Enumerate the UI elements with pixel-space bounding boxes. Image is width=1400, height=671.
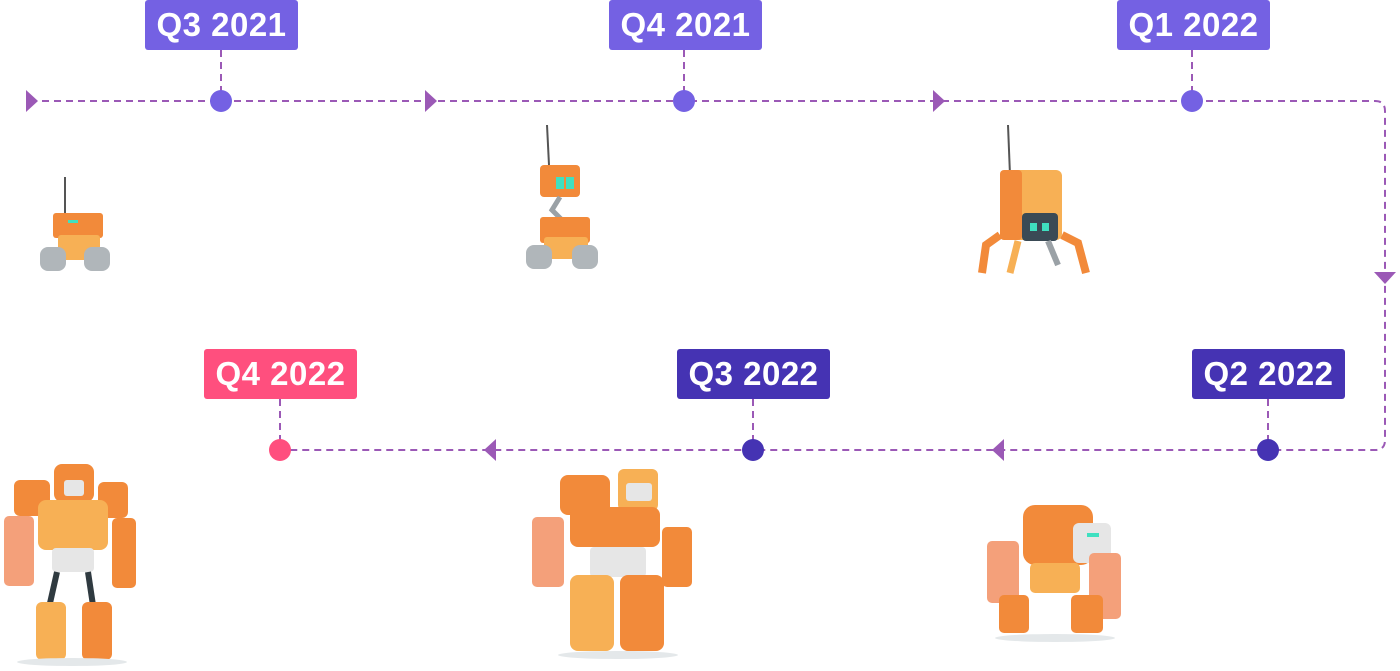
milestone-label-q1-2022: Q1 2022 bbox=[1117, 0, 1270, 50]
milestone-dot bbox=[673, 90, 695, 112]
milestone-dot bbox=[269, 439, 291, 461]
arrow-right-icon bbox=[26, 90, 38, 112]
tall-robot-icon bbox=[4, 464, 136, 666]
milestone-dot bbox=[742, 439, 764, 461]
walker-robot-icon bbox=[978, 125, 1090, 275]
hunched-robot-icon bbox=[987, 505, 1121, 642]
arrow-left-icon bbox=[992, 439, 1004, 461]
arrow-down-icon bbox=[1374, 272, 1396, 284]
milestone-label-q4-2021: Q4 2021 bbox=[609, 0, 762, 50]
standing-robot-icon bbox=[532, 469, 692, 659]
milestone-label-q2-2022: Q2 2022 bbox=[1192, 349, 1345, 399]
milestone-dot bbox=[1181, 90, 1203, 112]
milestone-label-q4-2022: Q4 2022 bbox=[204, 349, 357, 399]
wheeled-robot-icon bbox=[40, 177, 110, 271]
milestone-label-q3-2021: Q3 2021 bbox=[145, 0, 298, 50]
milestone-dot bbox=[1257, 439, 1279, 461]
arrow-right-icon bbox=[425, 90, 437, 112]
milestone-label-q3-2022: Q3 2022 bbox=[677, 349, 830, 399]
wheeled-head-robot-icon bbox=[526, 125, 598, 269]
milestone-dot bbox=[210, 90, 232, 112]
arrow-left-icon bbox=[484, 439, 496, 461]
arrow-right-icon bbox=[933, 90, 945, 112]
